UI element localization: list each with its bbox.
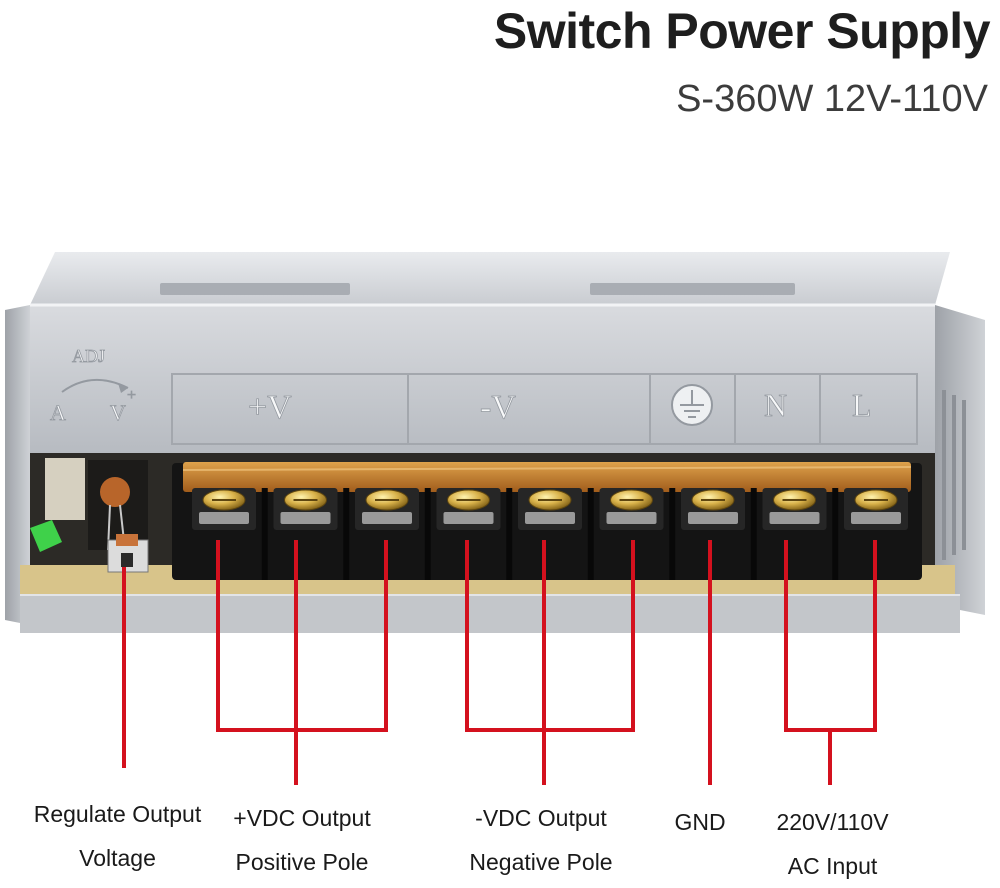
screw-terminal-l (844, 488, 908, 530)
enclosure-left-wall (5, 305, 30, 625)
vent-slot (590, 283, 795, 295)
screw-terminal-n (762, 488, 839, 580)
caption-positive-line1: +VDC Output (233, 805, 371, 831)
adj-plus-label: V (110, 400, 126, 425)
bottom-tray (20, 595, 960, 633)
callout-bracket-negative (465, 540, 635, 785)
caption-negative-line1: -VDC Output (475, 805, 607, 831)
callout-bracket-positive (216, 540, 388, 785)
caption-regulate-line1: Regulate Output (33, 801, 202, 827)
capacitor (100, 477, 130, 507)
enclosure-top (30, 252, 950, 305)
negative-terminal-label: -V (480, 389, 516, 426)
caption-negative-line2: Negative Pole (469, 849, 613, 875)
screw-terminal-v-plus-2 (273, 488, 350, 580)
caption-ac-line2: AC Input (787, 853, 878, 879)
screw-terminal-v-plus-1 (192, 488, 268, 580)
led-indicator (30, 520, 62, 552)
callout-bracket-ac (784, 540, 877, 785)
caption-regulate-line2: Voltage (79, 845, 156, 871)
screw-terminal-v-minus-1 (436, 488, 513, 580)
caption-regulate-output: Regulate Output Voltage (10, 792, 225, 880)
callout-lines (122, 540, 877, 785)
caption-positive-output: +VDC Output Positive Pole (214, 796, 390, 884)
svg-text:+: + (127, 387, 136, 404)
live-terminal-label: L (852, 387, 872, 423)
vent-slot (160, 283, 350, 295)
enclosure-right-wall (935, 305, 985, 615)
page-title: Switch Power Supply (493, 3, 991, 59)
front-cover (30, 305, 935, 453)
screw-terminal-v-minus-2 (518, 488, 594, 580)
label-recess (171, 373, 918, 445)
caption-gnd: GND (660, 800, 740, 844)
caption-gnd-line1: GND (674, 809, 726, 835)
ground-symbol-icon (671, 384, 713, 426)
screw-terminal-v-minus-3 (599, 488, 676, 580)
caption-ac-input: 220V/110V AC Input (755, 800, 910, 888)
screw-terminal-gnd (681, 488, 757, 580)
screw-terminal-v-plus-3 (355, 488, 431, 580)
caption-positive-line2: Positive Pole (235, 849, 369, 875)
adj-label: ADJ (72, 346, 105, 366)
neutral-terminal-label: N (764, 387, 787, 423)
transformer (45, 458, 85, 520)
positive-terminal-label: +V (248, 389, 292, 426)
adj-minus-label: A (50, 400, 66, 425)
right-vent-ribs (942, 390, 966, 560)
model-subtitle: S-360W 12V-110V (676, 78, 988, 120)
caption-ac-line1: 220V/110V (776, 809, 889, 835)
caption-negative-output: -VDC Output Negative Pole (450, 796, 632, 884)
